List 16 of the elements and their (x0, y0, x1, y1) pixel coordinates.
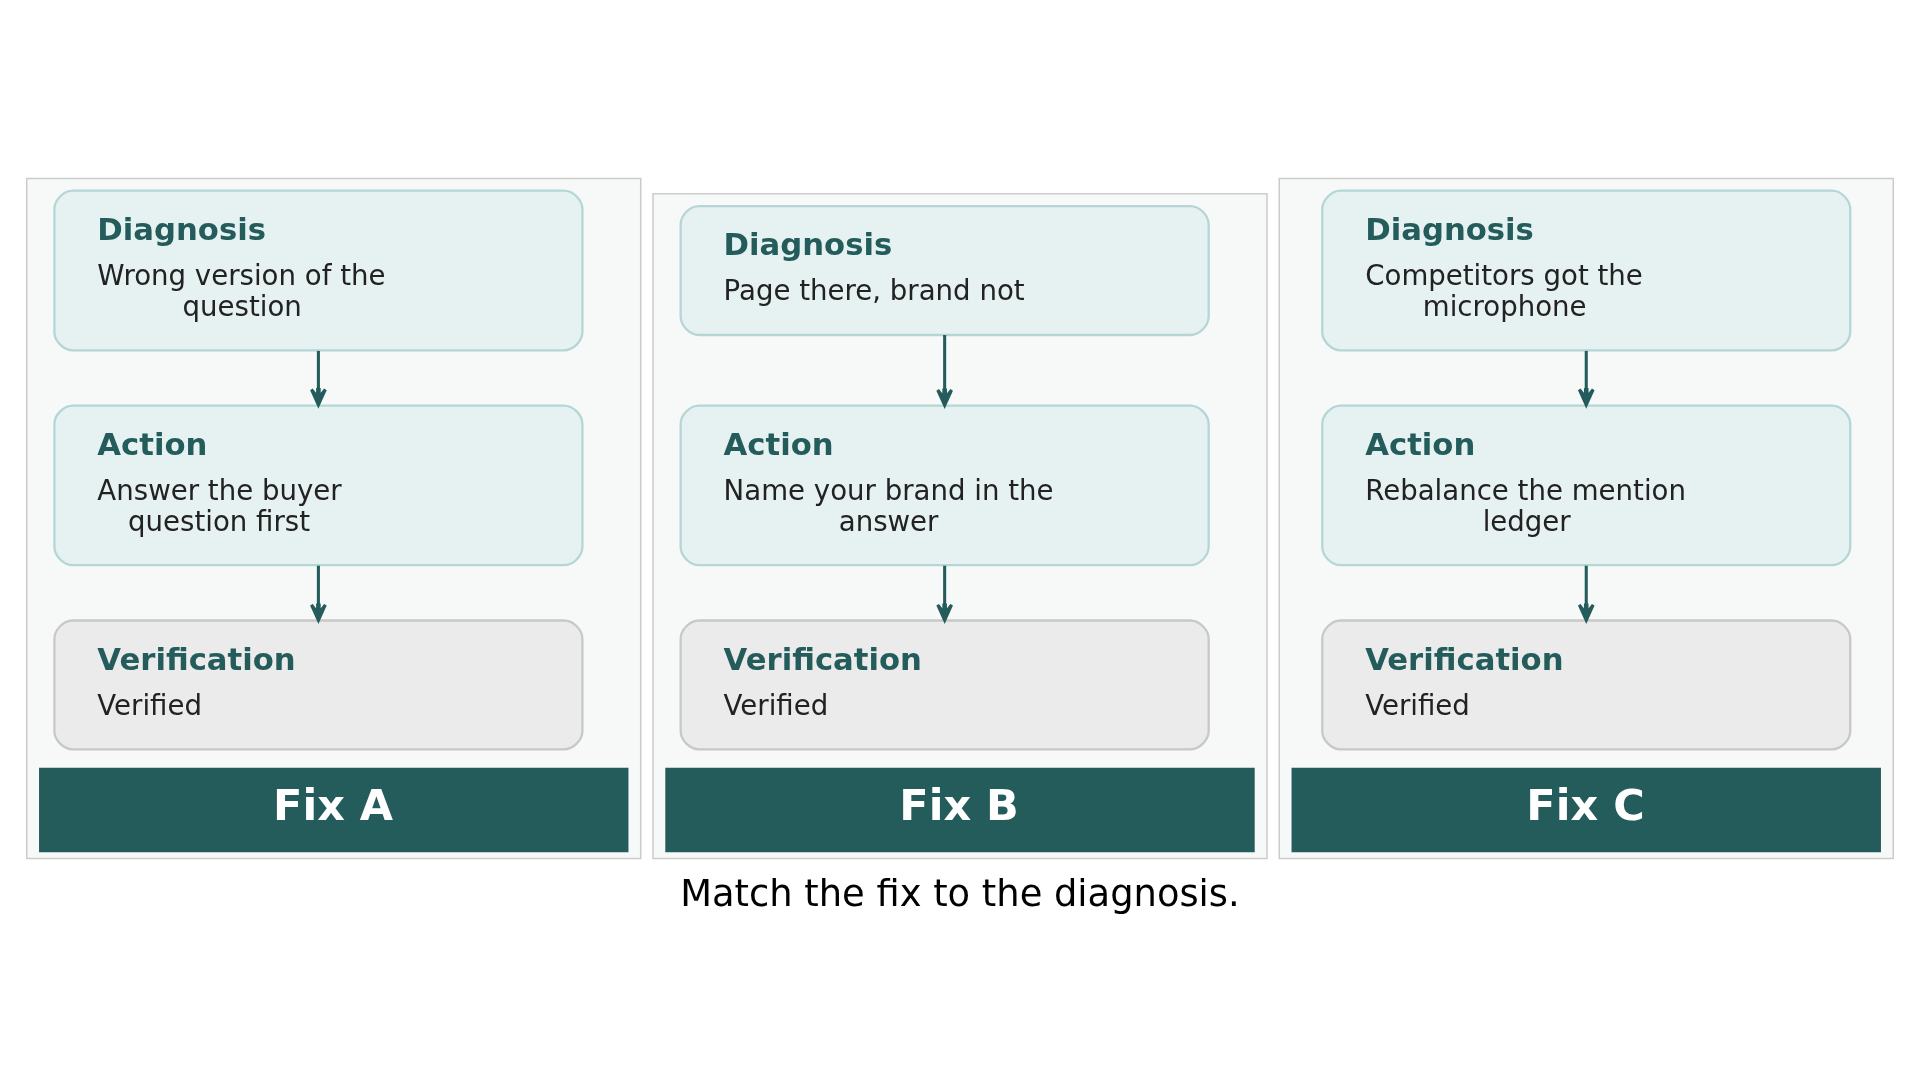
node-box: Verification Verified (679, 618, 1210, 751)
caption: Match the fix to the diagnosis. (680, 871, 1240, 915)
arrow (1577, 565, 1595, 622)
arrow (936, 565, 954, 622)
node-box: Action Name your brand in the answer (679, 403, 1210, 566)
node-box: Diagnosis Wrong version of the question (53, 189, 584, 351)
node-box: Verification Verified (1321, 618, 1852, 751)
arrow (309, 350, 327, 406)
arrow (309, 565, 327, 622)
arrow (936, 334, 954, 407)
node-box: Diagnosis Competitors got the microphone (1321, 189, 1852, 351)
node-box: Action Rebalance the mention ledger (1321, 403, 1852, 566)
arrow (1577, 350, 1595, 406)
node-box: Action Answer the buyer question first (53, 403, 584, 566)
node-box: Verification Verified (53, 618, 584, 751)
node-box: Diagnosis Page there, brand not (679, 204, 1210, 336)
